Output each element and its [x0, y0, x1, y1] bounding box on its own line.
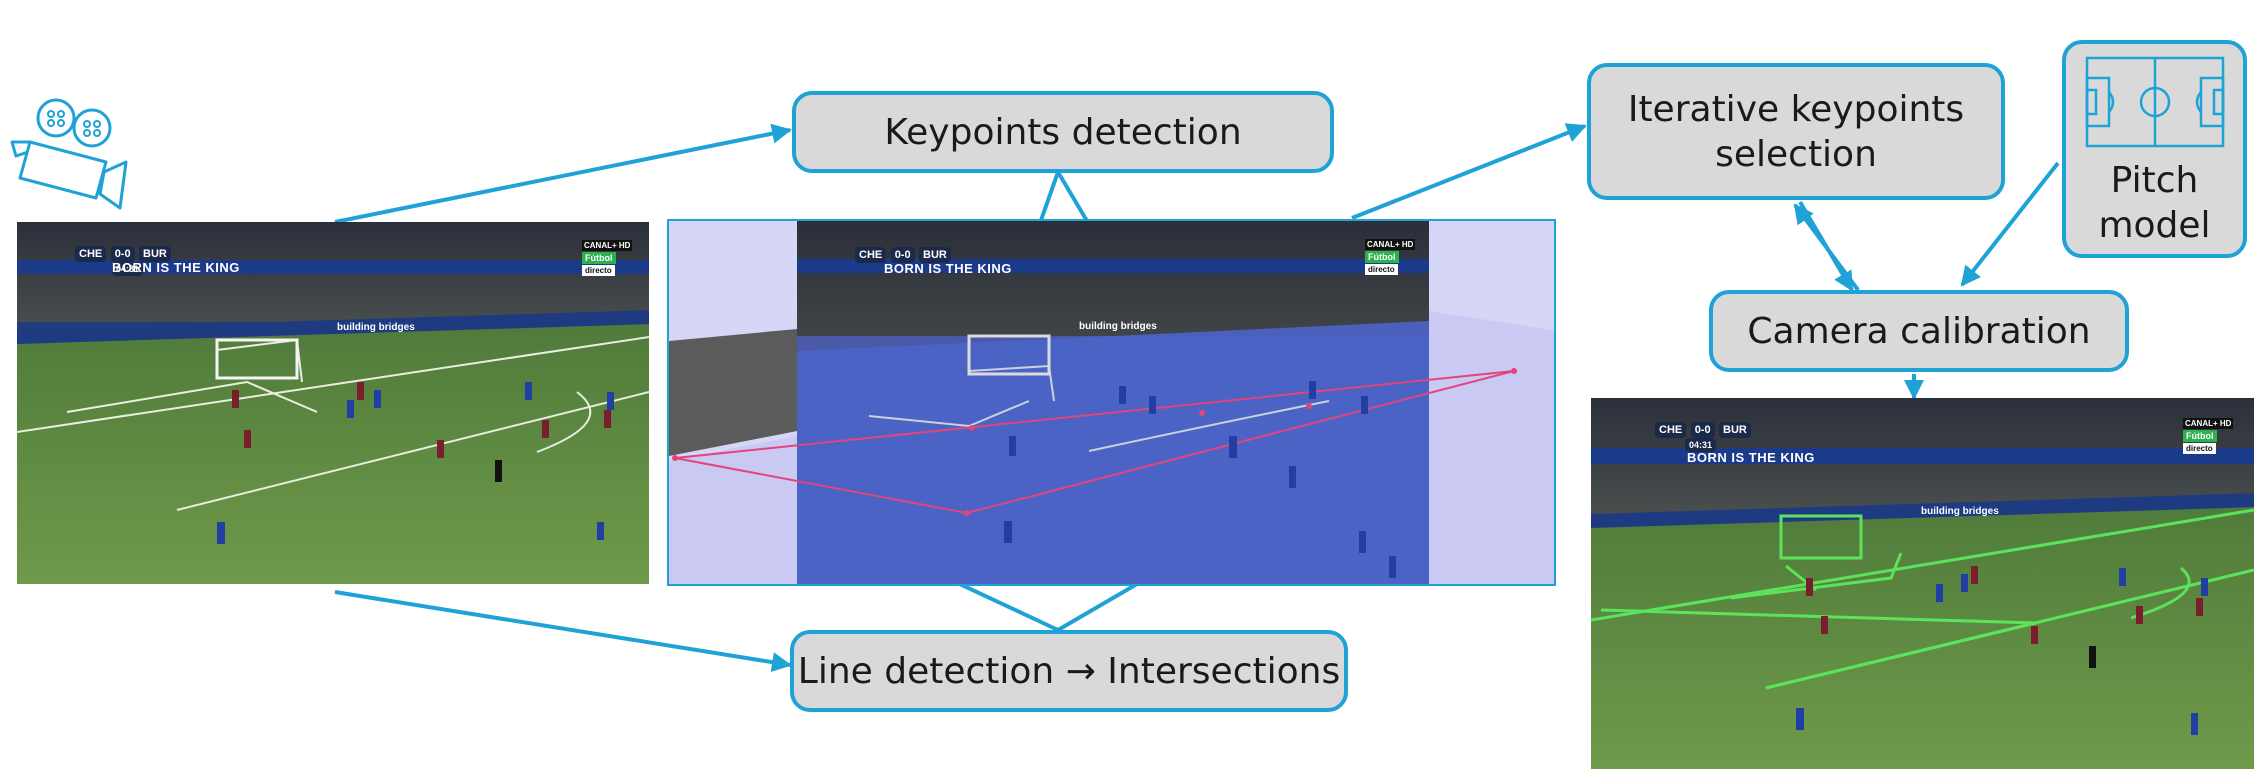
pitch-model-icon — [2085, 56, 2224, 148]
ad-board-text: building bridges — [337, 322, 415, 333]
overlay-scoreboard: CHE 0-0 BUR — [855, 245, 951, 263]
detection-overlay-scene — [669, 221, 1554, 584]
output-scoreboard: CHE 0-0 BUR — [1655, 420, 1751, 438]
pitch-model-label: Pitch model — [2098, 160, 2211, 246]
output-match-clock: 04:31 — [1685, 438, 1717, 452]
live-label: directo — [582, 265, 615, 276]
output-score-value: 0-0 — [1690, 422, 1715, 438]
output-channel-genre: Fútbol — [2183, 430, 2217, 442]
pitch-model-box: Pitch model — [2062, 40, 2247, 258]
arrow-pitch-to-calibration — [1960, 161, 2060, 287]
stadium-banner: BORN IS THE KING — [112, 260, 240, 275]
scoreboard: CHE 0-0 BUR — [75, 244, 171, 262]
output-score-home: CHE — [1655, 422, 1687, 438]
overlay-channel-genre: Fútbol — [1365, 251, 1399, 263]
arrow-iterative-to-calibration — [1798, 200, 1854, 292]
arrow-overlay-to-iterative — [1351, 123, 1587, 220]
overlay-score-away: BUR — [919, 247, 951, 263]
video-camera-icon — [10, 98, 128, 210]
channel-name: CANAL+ HD — [582, 240, 633, 251]
keypoints-detection-box: Keypoints detection — [792, 91, 1334, 173]
camera-calibration-label: Camera calibration — [1747, 310, 2091, 352]
detection-overlay-panel: CHE 0-0 BUR BORN IS THE KING CANAL+ HD F… — [667, 219, 1556, 586]
input-frame: CHE 0-0 BUR 04:31 BORN IS THE KING CANAL… — [17, 222, 649, 584]
output-live-label: directo — [2183, 443, 2216, 454]
channel-logo: CANAL+ HD Fútbol directo — [582, 240, 633, 276]
score-value: 0-0 — [110, 246, 135, 262]
keypoints-detection-label: Keypoints detection — [884, 111, 1242, 153]
output-stadium-banner: BORN IS THE KING — [1687, 450, 1815, 465]
line-detection-box: Line detection → Intersections — [790, 630, 1348, 712]
overlay-score-home: CHE — [855, 247, 887, 263]
score-away: BUR — [139, 246, 171, 262]
overlay-channel-logo: CANAL+ HD Fútbol directo — [1365, 239, 1416, 275]
output-channel-name: CANAL+ HD — [2183, 418, 2234, 429]
iterative-keypoints-label: Iterative keypoints selection — [1627, 88, 1965, 175]
score-home: CHE — [75, 246, 107, 262]
output-ad-board-text: building bridges — [1921, 506, 1999, 517]
overlay-score-value: 0-0 — [890, 247, 915, 263]
calibrated-frame: CHE 0-0 BUR 04:31 BORN IS THE KING CANAL… — [1591, 398, 2254, 769]
line-detection-label: Line detection → Intersections — [797, 650, 1341, 692]
camera-calibration-box: Camera calibration — [1709, 290, 2129, 372]
overlay-live-label: directo — [1365, 264, 1398, 275]
output-score-away: BUR — [1719, 422, 1751, 438]
input-frame-scene — [17, 222, 649, 584]
arrow-frame-to-lines — [334, 590, 792, 673]
arrow-frame-to-keypoints — [334, 123, 792, 224]
match-clock: 04:31 — [112, 262, 144, 276]
output-channel-logo: CANAL+ HD Fútbol directo — [2183, 418, 2234, 454]
channel-genre: Fútbol — [582, 252, 616, 264]
calibrated-frame-scene — [1591, 398, 2254, 769]
iterative-keypoints-box: Iterative keypoints selection — [1587, 63, 2005, 200]
overlay-stadium-banner: BORN IS THE KING — [884, 261, 1012, 276]
overlay-ad-board-text: building bridges — [1079, 321, 1157, 332]
overlay-channel-name: CANAL+ HD — [1365, 239, 1416, 250]
